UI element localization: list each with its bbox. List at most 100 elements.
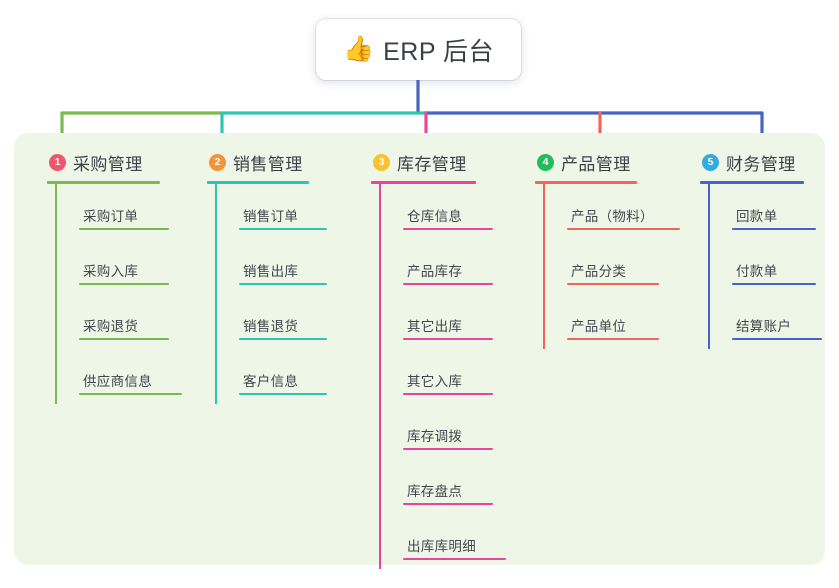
branch-spine — [379, 184, 381, 569]
branch-title: 库存管理 — [397, 154, 467, 174]
branch-column-5[interactable]: 5 财务管理回款单付款单结算账户 — [700, 147, 822, 349]
branch-spine — [708, 184, 710, 349]
branch-item-rule — [79, 283, 169, 285]
branch-item[interactable]: 采购入库 — [79, 239, 169, 294]
branch-header-rule — [535, 181, 637, 184]
branch-item[interactable]: 结算账户 — [732, 294, 822, 349]
branch-item[interactable]: 销售出库 — [239, 239, 327, 294]
branch-item[interactable]: 销售退货 — [239, 294, 327, 349]
branch-title: 产品管理 — [561, 154, 631, 174]
branch-item[interactable]: 采购退货 — [79, 294, 169, 349]
root-node-label: ERP 后台 — [383, 37, 495, 66]
branch-item-rule — [403, 503, 493, 505]
branches-panel: 1 采购管理采购订单采购入库采购退货供应商信息 2 销售管理销售订单销售出库销售退货客… — [14, 133, 825, 569]
branch-item-label: 供应商信息 — [83, 374, 152, 389]
branch-item[interactable]: 采购订单 — [79, 184, 169, 239]
branch-item-rule — [79, 338, 169, 340]
branch-title: 采购管理 — [73, 154, 143, 174]
branch-item-label: 销售出库 — [243, 264, 299, 279]
branch-item-label: 销售退货 — [243, 319, 299, 334]
branch-item[interactable]: 产品（物料） — [567, 184, 680, 239]
branch-item-rule — [79, 228, 169, 230]
branch-item-label: 回款单 — [736, 209, 778, 224]
branch-spine — [55, 184, 57, 404]
branch-item-label: 客户信息 — [243, 374, 299, 389]
branch-title: 销售管理 — [233, 154, 303, 174]
branch-header-rule — [47, 181, 160, 184]
branch-item-rule — [732, 338, 822, 340]
branch-header-2[interactable]: 2 销售管理 — [207, 147, 309, 177]
branch-item-label: 产品单位 — [571, 319, 627, 334]
branch-index-badge: 2 — [209, 153, 226, 171]
branch-index-badge: 5 — [702, 153, 719, 171]
branch-item-label: 仓库信息 — [407, 209, 463, 224]
branch-header-1[interactable]: 1 采购管理 — [47, 147, 160, 177]
branch-item[interactable]: 产品库存 — [403, 239, 493, 294]
branch-header-5[interactable]: 5 财务管理 — [700, 147, 804, 177]
branch-spine — [543, 184, 545, 349]
branch-header-rule — [371, 181, 476, 184]
branch-item-label: 采购入库 — [83, 264, 139, 279]
branch-items: 采购订单采购入库采购退货供应商信息 — [55, 184, 182, 404]
branch-item-label: 产品库存 — [407, 264, 463, 279]
branch-items: 产品（物料） 产品分类产品单位 — [543, 184, 680, 349]
branch-item-rule — [567, 228, 680, 230]
branch-item-label: 付款单 — [736, 264, 778, 279]
branch-item-label: 采购订单 — [83, 209, 139, 224]
branch-column-4[interactable]: 4 产品管理产品（物料） 产品分类产品单位 — [535, 147, 680, 349]
branch-item-rule — [239, 228, 327, 230]
branch-header-3[interactable]: 3 库存管理 — [371, 147, 476, 177]
branch-item-rule — [239, 338, 327, 340]
branch-item[interactable]: 库存盘点 — [403, 459, 493, 514]
branch-items: 销售订单销售出库销售退货客户信息 — [215, 184, 327, 404]
branch-item-rule — [732, 283, 816, 285]
branch-item[interactable]: 产品分类 — [567, 239, 659, 294]
branch-items: 回款单付款单结算账户 — [708, 184, 822, 349]
branch-spine — [215, 184, 217, 404]
branch-item-label: 采购退货 — [83, 319, 139, 334]
branch-index-badge: 3 — [373, 153, 390, 171]
branch-items: 仓库信息产品库存其它出库其它入库库存调拨库存盘点出库库明细 — [379, 184, 506, 569]
branch-item[interactable]: 出库库明细 — [403, 514, 506, 569]
branch-item[interactable]: 其它出库 — [403, 294, 493, 349]
branch-item-rule — [403, 393, 493, 395]
branch-item-label: 其它出库 — [407, 319, 463, 334]
branch-item-rule — [403, 228, 493, 230]
branch-index-badge: 4 — [537, 153, 554, 171]
branch-item[interactable]: 仓库信息 — [403, 184, 493, 239]
branch-item-rule — [567, 283, 659, 285]
branch-header-4[interactable]: 4 产品管理 — [535, 147, 637, 177]
branch-item-rule — [567, 338, 659, 340]
branch-item[interactable]: 其它入库 — [403, 349, 493, 404]
branch-item-rule — [732, 228, 816, 230]
branch-item-rule — [79, 393, 182, 395]
branch-item[interactable]: 客户信息 — [239, 349, 327, 404]
branch-item-label: 其它入库 — [407, 374, 463, 389]
branch-item[interactable]: 付款单 — [732, 239, 816, 294]
branch-item-rule — [239, 283, 327, 285]
branch-item-rule — [403, 558, 506, 560]
branch-item-label: 库存盘点 — [407, 484, 463, 499]
branch-title: 财务管理 — [726, 154, 796, 174]
branch-header-rule — [700, 181, 804, 184]
branch-item-label: 出库库明细 — [407, 539, 476, 554]
branch-index-badge: 1 — [49, 153, 66, 171]
branch-item[interactable]: 产品单位 — [567, 294, 659, 349]
branch-item-rule — [403, 448, 493, 450]
branch-column-3[interactable]: 3 库存管理仓库信息产品库存其它出库其它入库库存调拨库存盘点出库库明细 — [371, 147, 506, 569]
branch-item-label: 产品分类 — [571, 264, 627, 279]
branch-column-2[interactable]: 2 销售管理销售订单销售出库销售退货客户信息 — [207, 147, 327, 404]
branch-item[interactable]: 库存调拨 — [403, 404, 493, 459]
branch-item-rule — [239, 393, 327, 395]
branch-item-rule — [403, 338, 493, 340]
branch-item-rule — [403, 283, 493, 285]
branch-header-rule — [207, 181, 309, 184]
branch-item-label: 产品（物料） — [571, 209, 654, 224]
branch-item[interactable]: 销售订单 — [239, 184, 327, 239]
branch-item-label: 库存调拨 — [407, 429, 463, 444]
branch-item[interactable]: 回款单 — [732, 184, 816, 239]
branch-item-label: 结算账户 — [736, 319, 792, 334]
root-node-card[interactable]: 👍 ERP 后台 — [316, 19, 521, 80]
branch-item[interactable]: 供应商信息 — [79, 349, 182, 404]
branch-column-1[interactable]: 1 采购管理采购订单采购入库采购退货供应商信息 — [47, 147, 182, 404]
